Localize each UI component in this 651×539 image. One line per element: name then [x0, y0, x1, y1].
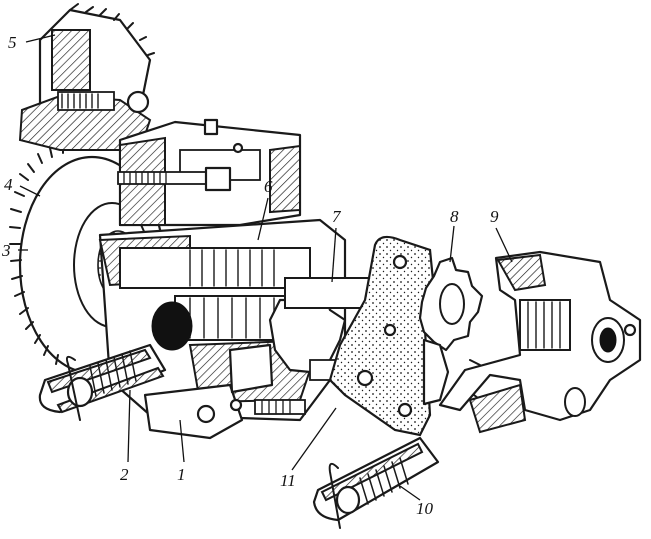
upper-gear-section — [51, 29, 91, 91]
label-9: 9 — [490, 207, 499, 226]
cover-plate — [328, 235, 437, 437]
label-2: 2 — [120, 465, 129, 484]
cotter-pin-bottom — [328, 462, 341, 529]
cotter-pin-left — [65, 355, 81, 421]
relief-valve-left — [38, 343, 167, 421]
label-11: 11 — [280, 471, 296, 490]
valve-ball — [151, 301, 193, 351]
label-10: 10 — [416, 499, 434, 518]
spur-gear — [418, 256, 485, 406]
label-4: 4 — [4, 175, 13, 194]
label-3: 3 — [1, 241, 11, 260]
drive-shaft — [119, 247, 311, 289]
label-1: 1 — [177, 465, 186, 484]
helical-gear-teeth — [9, 142, 64, 365]
outlet-housing — [438, 250, 642, 434]
mounting-flange — [143, 383, 244, 440]
label-7: 7 — [332, 207, 342, 226]
relief-valve-bottom — [312, 436, 440, 529]
cover-plate-body — [328, 235, 437, 437]
label-8: 8 — [450, 207, 459, 226]
stud-bolt — [117, 171, 219, 185]
part-labels: 5 4 3 2 1 6 7 8 9 11 10 — [1, 33, 513, 518]
label-6: 6 — [264, 177, 273, 196]
label-5: 5 — [8, 33, 17, 52]
